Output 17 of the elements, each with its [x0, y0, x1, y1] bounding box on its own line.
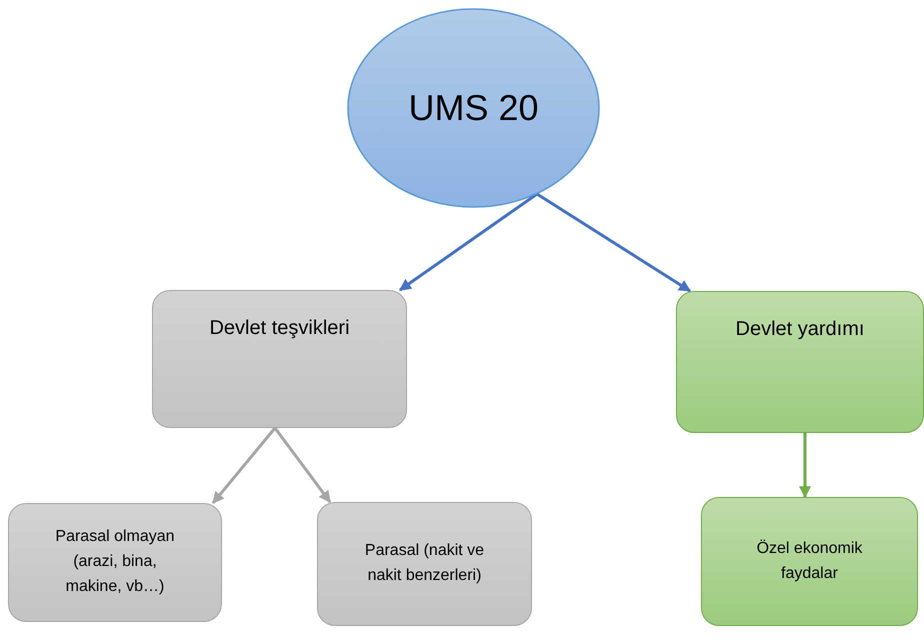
process-box	[152, 290, 407, 428]
process-box	[701, 497, 918, 626]
process-box	[8, 503, 222, 622]
arrow	[274, 427, 332, 503]
arrow	[212, 427, 276, 504]
arrow	[536, 192, 692, 292]
ellipse-node	[347, 8, 600, 208]
arrow	[799, 433, 811, 498]
node-label: UMS 20	[408, 86, 539, 130]
arrow	[399, 192, 538, 292]
node-label: Parasal (nakit ve nakit benzerleri)	[364, 541, 486, 586]
node-label: Devlet yardımı	[736, 317, 864, 342]
node-label: Özel ekonomik faydalar	[756, 538, 864, 584]
process-box	[676, 291, 924, 433]
node-label: Parasal olmayan (arazi, bina, makine, vb…)	[54, 527, 176, 597]
process-box	[317, 502, 532, 626]
node-label: Devlet teşvikleri	[209, 316, 350, 341]
